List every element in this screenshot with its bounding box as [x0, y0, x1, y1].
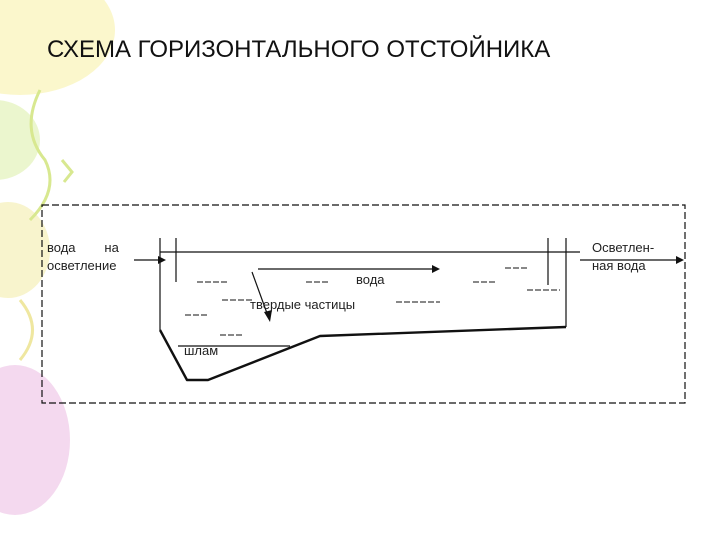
diagram-frame: [41, 204, 686, 404]
water-flow-arrowhead: [432, 265, 440, 273]
inlet-label-line-1: вода на: [47, 240, 120, 255]
balloon-string-2: [18, 299, 34, 361]
inlet-label-line-2: осветление: [47, 258, 116, 273]
yellow-balloon-small: [0, 202, 50, 298]
particle-arrow-line: [251, 271, 269, 317]
tank-bottom: [158, 325, 567, 382]
particles-label: твердые частицы: [250, 297, 355, 312]
balloon-knot: [60, 159, 74, 183]
sludge-label: шлам: [184, 343, 218, 358]
outlet-label-line-1: Осветлен-: [592, 240, 654, 255]
balloon-string: [28, 89, 52, 222]
yellow-balloon: [0, 0, 115, 95]
outlet-arrowhead: [676, 256, 684, 264]
particle-arrowhead: [264, 310, 272, 322]
outlet-label-line-2: ная вода: [592, 258, 646, 273]
slide-title: СХЕМА ГОРИЗОНТАЛЬНОГО ОТСТОЙНИКА: [47, 36, 551, 63]
inlet-arrowhead: [158, 256, 166, 264]
water-level-marks: [185, 267, 560, 336]
water-label: вода: [356, 272, 385, 287]
